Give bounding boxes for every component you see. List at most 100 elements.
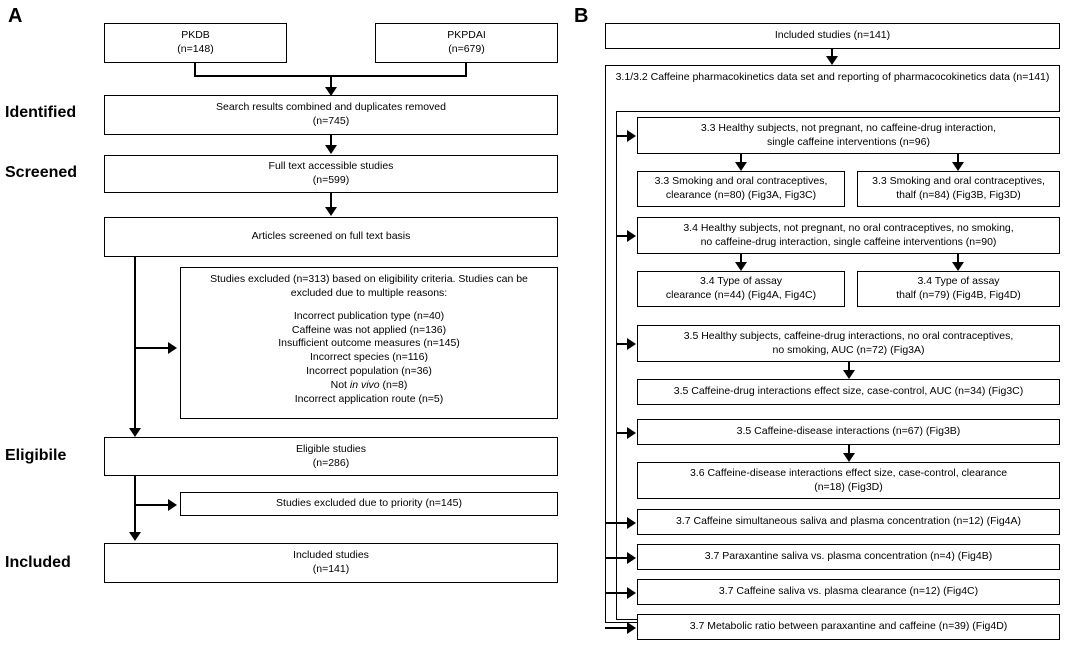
arrowhead-saliva-clearance [627,587,636,599]
arrowhead-assay-clearance [735,262,747,271]
box-metabolic-ratio[interactable]: 3.7 Metabolic ratio between paraxantine … [637,614,1060,640]
box-caffeine-saliva-plasma-concentration[interactable]: 3.7 Caffeine simultaneous saliva and pla… [637,509,1060,535]
excluded-reason: Incorrect population (n=36) [306,365,432,378]
drug-effectsize-line1: 3.5 Caffeine-drug interactions effect si… [673,385,1024,398]
arrowhead-to-eligible [129,428,141,437]
screened-title: Articles screened on full text basis [251,230,411,243]
smoking-thalf-line1: 3.3 Smoking and oral contraceptives, [872,175,1045,188]
box-studies-excluded-criteria[interactable]: Studies excluded (n=313) based on eligib… [180,267,558,419]
box-caffeine-disease-interactions[interactable]: 3.5 Caffeine-disease interactions (n=67)… [637,419,1060,445]
fulltext-title: Full text accessible studies [268,160,394,173]
connector-to-excluded [134,347,170,349]
arrowhead-metabolic-ratio [627,622,636,634]
connector-branch-healthy34 [616,235,630,237]
arrowhead-to-dataset [826,56,838,65]
connector-branch-paraxantine-conc [605,557,630,559]
smoking-clearance-line2: clearance (n=80) (Fig3A, Fig3C) [665,189,817,201]
pkpdai-count: (n=679) [448,43,485,55]
box-healthy-subjects-33[interactable]: 3.3 Healthy subjects, not pregnant, no c… [637,117,1060,154]
arrowhead-healthy34 [627,230,636,242]
box-smoking-contraceptives-thalf[interactable]: 3.3 Smoking and oral contraceptives, tha… [857,171,1060,207]
disease-effectsize-line1: 3.6 Caffeine-disease interactions effect… [689,466,1008,479]
excluded-reason: Insufficient outcome measures (n=145) [278,337,460,350]
panel-letter-a: A [8,5,23,27]
connector-to-priority [134,504,170,506]
arrowhead-disease-effectsize [843,453,855,462]
source-box-pkpdai[interactable]: PKPDAI (n=679) [375,23,558,63]
pkdb-count: (n=148) [177,43,214,55]
arrowhead-disease [627,427,636,439]
dataset-label: 3.1/3.2 Caffeine pharmacokinetics data s… [610,71,1055,85]
box-disease-interactions-effect-size[interactable]: 3.6 Caffeine-disease interactions effect… [637,462,1060,499]
connector-branch-drugauc [616,343,630,345]
assay-thalf-line2: thalf (n=79) (Fig4B, Fig4D) [896,289,1021,301]
connector-branch-saliva-clearance [605,592,630,594]
box-search-results-combined[interactable]: Search results combined and duplicates r… [104,95,558,135]
stage-label-identified: Identified [5,104,77,121]
eligible-count: (n=286) [312,456,350,469]
connector-screened-trunk [134,257,136,430]
box-full-text-accessible[interactable]: Full text accessible studies (n=599) [104,155,558,193]
box-type-of-assay-thalf[interactable]: 3.4 Type of assay thalf (n=79) (Fig4B, F… [857,271,1060,307]
arrowhead-assay-thalf [952,262,964,271]
included-a-count: (n=141) [312,563,350,575]
arrowhead-to-excluded [168,342,177,354]
stage-label-eligible: Eligibile [5,447,67,464]
included-b-title: Included studies (n=141) [774,29,891,42]
smoking-clearance-line1: 3.3 Smoking and oral contraceptives, [654,175,828,188]
connector-branch-metabolic-ratio [605,627,630,629]
included-a-title: Included studies [293,549,369,562]
connector-merge-down [330,75,332,89]
connector-healthy34-right-down [957,254,959,264]
box-drug-interactions-effect-size[interactable]: 3.5 Caffeine-drug interactions effect si… [637,379,1060,405]
disease-effectsize-line2: (n=18) (Fig3D) [814,480,883,493]
eligible-title: Eligible studies [295,442,367,455]
source-box-pkdb[interactable]: PKDB (n=148) [104,23,287,63]
arrowhead-to-included [129,532,141,541]
drugauc-line2: no smoking, AUC (n=72) (Fig3A) [772,343,925,356]
healthy33-line1: 3.3 Healthy subjects, not pregnant, no c… [700,121,997,134]
arrowhead-drugauc [627,338,636,350]
connector-fulltext-to-screened [330,193,332,209]
arrowhead-drug-effectsize [843,370,855,379]
box-healthy-subjects-34[interactable]: 3.4 Healthy subjects, not pregnant, no o… [637,217,1060,254]
excluded-intro-line1: Studies excluded (n=313) based on eligib… [210,273,528,285]
stage-label-screened: Screened [5,164,78,181]
arrowhead-to-combined [325,87,337,96]
box-included-studies-a[interactable]: Included studies (n=141) [104,543,558,583]
box-paraxantine-saliva-plasma-concentration[interactable]: 3.7 Paraxantine saliva vs. plasma concen… [637,544,1060,570]
arrowhead-to-priority [168,499,177,511]
stage-label-included: Included [5,554,71,571]
connector-drugauc-down [848,362,850,372]
arrowhead-smoking-clearance [735,162,747,171]
box-articles-screened[interactable]: Articles screened on full text basis [104,217,558,257]
assay-clearance-line2: clearance (n=44) (Fig4A, Fig4C) [665,289,817,301]
connector-combined-to-fulltext [330,135,332,147]
excluded-reason: Incorrect species (n=116) [310,351,428,364]
healthy33-line2: single caffeine interventions (n=96) [767,135,930,148]
box-caffeine-drug-interactions-auc[interactable]: 3.5 Healthy subjects, caffeine-drug inte… [637,325,1060,362]
connector-healthy34-left-down [740,254,742,264]
smoking-thalf-line2: thalf (n=84) (Fig3B, Fig3D) [896,189,1021,201]
box-type-of-assay-clearance[interactable]: 3.4 Type of assay clearance (n=44) (Fig4… [637,271,845,307]
fulltext-count: (n=599) [312,174,350,186]
box-studies-excluded-priority[interactable]: Studies excluded due to priority (n=145) [180,492,558,516]
box-caffeine-saliva-plasma-clearance[interactable]: 3.7 Caffeine saliva vs. plasma clearance… [637,579,1060,605]
box-eligible-studies[interactable]: Eligible studies (n=286) [104,437,558,476]
box-smoking-contraceptives-clearance[interactable]: 3.3 Smoking and oral contraceptives, cle… [637,171,845,207]
arrowhead-paraxantine-conc [627,552,636,564]
connector-includedb-down [831,49,833,59]
combined-count: (n=745) [312,115,350,127]
saliva-conc-line1: 3.7 Caffeine simultaneous saliva and pla… [675,515,1022,528]
panel-letter-b: B [574,5,589,27]
box-included-studies-b[interactable]: Included studies (n=141) [605,23,1060,49]
connector-branch-disease [616,432,630,434]
priority-title: Studies excluded due to priority (n=145) [276,497,462,510]
arrowhead-to-screened [325,207,337,216]
drugauc-line1: 3.5 Healthy subjects, caffeine-drug inte… [683,329,1014,342]
metabolic-ratio-line1: 3.7 Metabolic ratio between paraxantine … [689,620,1008,633]
paraxantine-conc-line1: 3.7 Paraxantine saliva vs. plasma concen… [704,550,993,563]
excluded-reason: Incorrect application route (n=5) [294,392,444,405]
connector-pkpdai-down [465,63,467,77]
